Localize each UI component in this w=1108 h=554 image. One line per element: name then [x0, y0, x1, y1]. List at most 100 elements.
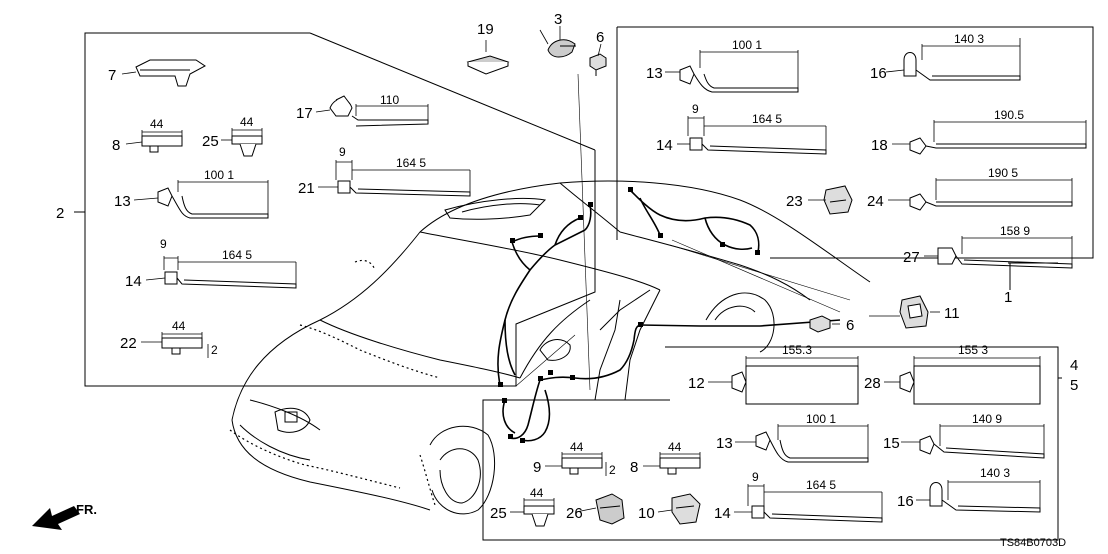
- tape-8-left: [141, 135, 183, 153]
- callout-23: 23: [786, 193, 803, 210]
- dim-27: 158 9: [1000, 224, 1030, 238]
- callout-16-rt: 16: [870, 65, 887, 82]
- band-clip-13-bt: [755, 431, 869, 463]
- callout-26: 26: [566, 505, 583, 522]
- callout-16-bt: 16: [897, 493, 914, 510]
- callout-14-bt: 14: [714, 505, 731, 522]
- callout-8-left: 8: [112, 137, 120, 154]
- callout-15: 15: [883, 435, 900, 452]
- band-clip-17-tape: [351, 115, 429, 127]
- group-label-2: 2: [56, 205, 64, 222]
- band-clip-14-rt: [689, 137, 827, 155]
- callout-11: 11: [944, 305, 960, 322]
- clip-23-icon: [823, 185, 853, 215]
- dim-28: 155 3: [958, 343, 988, 357]
- dim-14b-rt: 164 5: [752, 112, 782, 126]
- callout-9: 9: [533, 459, 541, 476]
- clip-7-icon: [135, 59, 206, 87]
- callout-13-left: 13: [114, 193, 131, 210]
- group-label-5: 5: [1070, 377, 1078, 394]
- dim-13-left: 100 1: [204, 168, 234, 182]
- callout-21: 21: [298, 180, 315, 197]
- callout-27: 27: [903, 249, 920, 266]
- band-clip-21-left: [337, 180, 471, 197]
- callout-14-rt: 14: [656, 137, 673, 154]
- clip-3-icon: [547, 39, 576, 58]
- band-clip-13-rt: [679, 65, 799, 93]
- callout-25-bt: 25: [490, 505, 507, 522]
- dim-24: 190 5: [988, 166, 1018, 180]
- callout-12: 12: [688, 375, 705, 392]
- band-clip-15-bt: [919, 435, 1045, 459]
- band-clip-28-bt: [899, 365, 1041, 405]
- dim-8-bt: 44: [668, 440, 682, 454]
- callout-3: 3: [554, 11, 562, 28]
- dim-8-left: 44: [150, 117, 164, 131]
- band-clip-27-rt: [937, 247, 1073, 269]
- bottom-group-frame: [482, 346, 1059, 541]
- dim-12: 155.3: [782, 343, 812, 357]
- leader-lines: [121, 26, 940, 513]
- callout-14-left: 14: [125, 273, 142, 290]
- callout-24: 24: [867, 193, 884, 210]
- callout-8-bt: 8: [630, 459, 638, 476]
- dim-25-left: 44: [240, 115, 254, 129]
- dim-16-bt: 140 3: [980, 466, 1010, 480]
- tape-9-bt: [561, 457, 603, 475]
- group-label-4: 4: [1070, 357, 1078, 374]
- tape-8-bt: [659, 457, 701, 475]
- band-clip-13-left: [157, 187, 269, 219]
- dim-21a: 9: [339, 145, 346, 159]
- dim-14b-left: 164 5: [222, 248, 252, 262]
- group-label-1: 1: [1004, 289, 1012, 306]
- front-marker: FR.: [76, 502, 97, 517]
- part-icons: [135, 39, 929, 525]
- clip-17-icon: [329, 95, 353, 117]
- tape-25-bt: [523, 505, 555, 527]
- right-top-group-frame: [617, 26, 1094, 259]
- dimension-lines: [141, 38, 1087, 520]
- dim-9: 44: [570, 440, 584, 454]
- dim-18: 190.5: [994, 108, 1024, 122]
- left-group-frame: [84, 32, 596, 387]
- dim-14a-left: 9: [160, 237, 167, 251]
- dim-21b: 164 5: [396, 156, 426, 170]
- bolt-6-mid-icon: [809, 315, 831, 333]
- band-clip-14-left: [164, 271, 297, 289]
- tape-25-left: [231, 135, 263, 157]
- dim-16-rt: 140 3: [954, 32, 984, 46]
- callout-18: 18: [871, 137, 888, 154]
- harness-connectors: [498, 187, 760, 443]
- front-arrow-icon: [32, 506, 80, 530]
- callout-6-top: 6: [596, 29, 604, 46]
- clip-11-icon: [899, 295, 929, 329]
- dim-13-bt: 100 1: [806, 412, 836, 426]
- band-clip-16-bt: [929, 482, 1041, 513]
- wire-harness: [497, 189, 841, 442]
- car-dotted-seams: [229, 259, 441, 506]
- dim-25-bt: 44: [530, 486, 544, 500]
- tape-22-left: [161, 337, 203, 355]
- band-clips: [141, 52, 1087, 527]
- callout-28: 28: [864, 375, 881, 392]
- dim-22: 44: [172, 319, 186, 333]
- callout-10: 10: [638, 505, 655, 522]
- callout-25-left: 25: [202, 133, 219, 150]
- diagram-code: TS84B0703D: [1000, 537, 1066, 549]
- band-clip-24-rt: [909, 193, 1073, 211]
- callout-22: 22: [120, 335, 137, 352]
- pad-19-icon: [466, 55, 510, 75]
- bolt-6-top-icon: [589, 53, 607, 76]
- callout-13-rt: 13: [646, 65, 663, 82]
- band-clip-12-bt: [731, 365, 859, 405]
- dim-14a-bt: 9: [752, 470, 759, 484]
- band-clip-18-rt: [909, 137, 1087, 155]
- dim-15: 140 9: [972, 412, 1002, 426]
- band-clip-14-bt: [751, 505, 883, 523]
- callout-6-mid: 6: [846, 317, 854, 334]
- clip-10-icon: [671, 493, 701, 525]
- dim-22b: 2: [211, 343, 218, 357]
- band-clip-16-rt: [903, 52, 1021, 81]
